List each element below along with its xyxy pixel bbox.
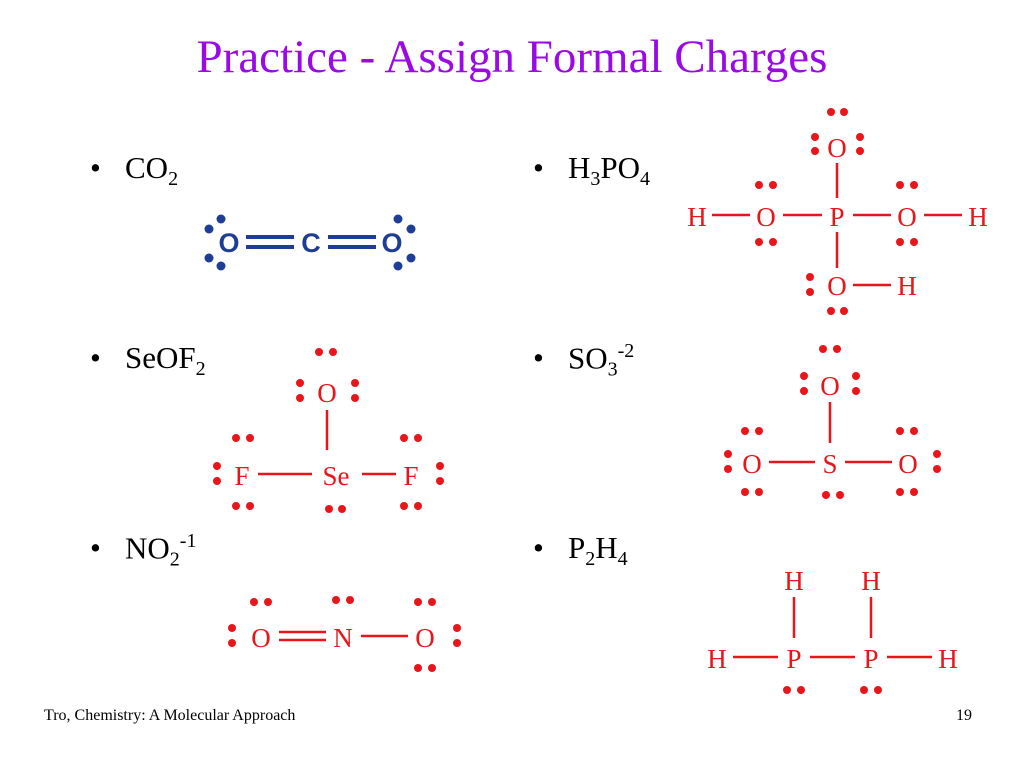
bullet: • [533, 340, 544, 376]
atom-h-bottom: H [897, 271, 917, 301]
footer-source: Tro, Chemistry: A Molecular Approach [44, 707, 296, 724]
formula-tail: PO [600, 150, 641, 185]
atom-o-left: O [218, 228, 239, 258]
bullet: • [90, 150, 101, 185]
formula-base: H [568, 150, 591, 185]
atom-o-left: O [251, 623, 271, 653]
atom-s: S [822, 449, 837, 479]
atom-o-right: O [381, 228, 402, 258]
atom-o-right: O [898, 449, 918, 479]
atom-p-left: P [786, 644, 801, 674]
formula-base: SeOF [125, 340, 196, 375]
slide-title: Practice - Assign Formal Charges [196, 31, 828, 83]
lewis-structure-so3: O O S O [724, 345, 941, 499]
bonds-h3po4 [712, 163, 962, 287]
atom-o-top: O [820, 371, 840, 401]
item-so3: • SO3-2 [533, 340, 634, 382]
bullet: • [533, 530, 544, 565]
atom-f-left: F [234, 461, 249, 491]
atom-o-bottom: O [827, 271, 847, 301]
formula-subscript: 2 [195, 358, 206, 381]
atom-p: P [829, 202, 844, 232]
item-h3po4: • H3PO4 [533, 150, 650, 191]
formula-subscript: 3 [607, 358, 618, 381]
atom-o-left: O [756, 202, 776, 232]
atom-h-left: H [687, 202, 707, 232]
formula-charge: -1 [179, 530, 197, 552]
lone-pairs-seof2 [213, 348, 444, 513]
atom-h-right: H [938, 644, 958, 674]
formula-charge: -2 [617, 340, 635, 362]
item-no2: • NO2-1 [90, 530, 196, 572]
formula-subscript-2: 4 [640, 168, 651, 191]
item-co2: • CO2 [90, 150, 178, 191]
page-number: 19 [956, 707, 972, 724]
atom-h-left: H [707, 644, 727, 674]
atom-h-top-left: H [784, 566, 804, 596]
lewis-structure-h3po4: H O P O H O O H [687, 108, 988, 315]
atom-o: O [317, 378, 337, 408]
atom-n: N [333, 623, 353, 653]
formula-subscript: 2 [169, 548, 180, 571]
bonds-no2 [279, 630, 408, 642]
atom-o-right: O [415, 623, 435, 653]
atom-c: C [301, 228, 321, 258]
atom-h-top-right: H [861, 566, 881, 596]
lewis-structure-co2: O C O [204, 214, 416, 271]
atom-o-left: O [742, 449, 762, 479]
atom-h-right: H [968, 202, 988, 232]
formula-base: NO [125, 530, 170, 566]
lewis-structure-seof2: O F Se F [213, 348, 444, 513]
formula-subscript: 2 [585, 548, 596, 571]
atom-o-top: O [827, 133, 847, 163]
lewis-structure-p2h4: H H H P P H [707, 566, 958, 694]
bullet: • [90, 530, 101, 566]
formula-base: SO [568, 340, 608, 376]
lone-pairs-so3 [724, 345, 941, 499]
item-seof2: • SeOF2 [90, 340, 206, 381]
atom-se: Se [323, 461, 350, 491]
bonds-so3 [769, 402, 892, 464]
item-p2h4: • P2H4 [533, 530, 628, 571]
atom-p-right: P [863, 644, 878, 674]
bullet: • [533, 150, 544, 185]
lone-pairs-co2 [204, 214, 416, 271]
formula-tail: H [595, 530, 618, 565]
formula-subscript: 3 [590, 168, 601, 191]
lone-pairs-p2h4 [783, 686, 882, 694]
atom-f-right: F [403, 461, 418, 491]
bonds-p2h4 [733, 597, 932, 659]
formula-base: CO [125, 150, 169, 185]
formula-base: P [568, 530, 586, 565]
formula-subscript-2: 4 [617, 548, 628, 571]
lone-pairs-h3po4 [755, 108, 918, 315]
lewis-structure-no2: O N O [228, 596, 461, 672]
atom-o-right: O [897, 202, 917, 232]
lone-pairs-no2 [228, 596, 461, 672]
formula-subscript: 2 [168, 168, 179, 191]
bonds-seof2 [258, 410, 396, 476]
bullet: • [90, 340, 101, 375]
